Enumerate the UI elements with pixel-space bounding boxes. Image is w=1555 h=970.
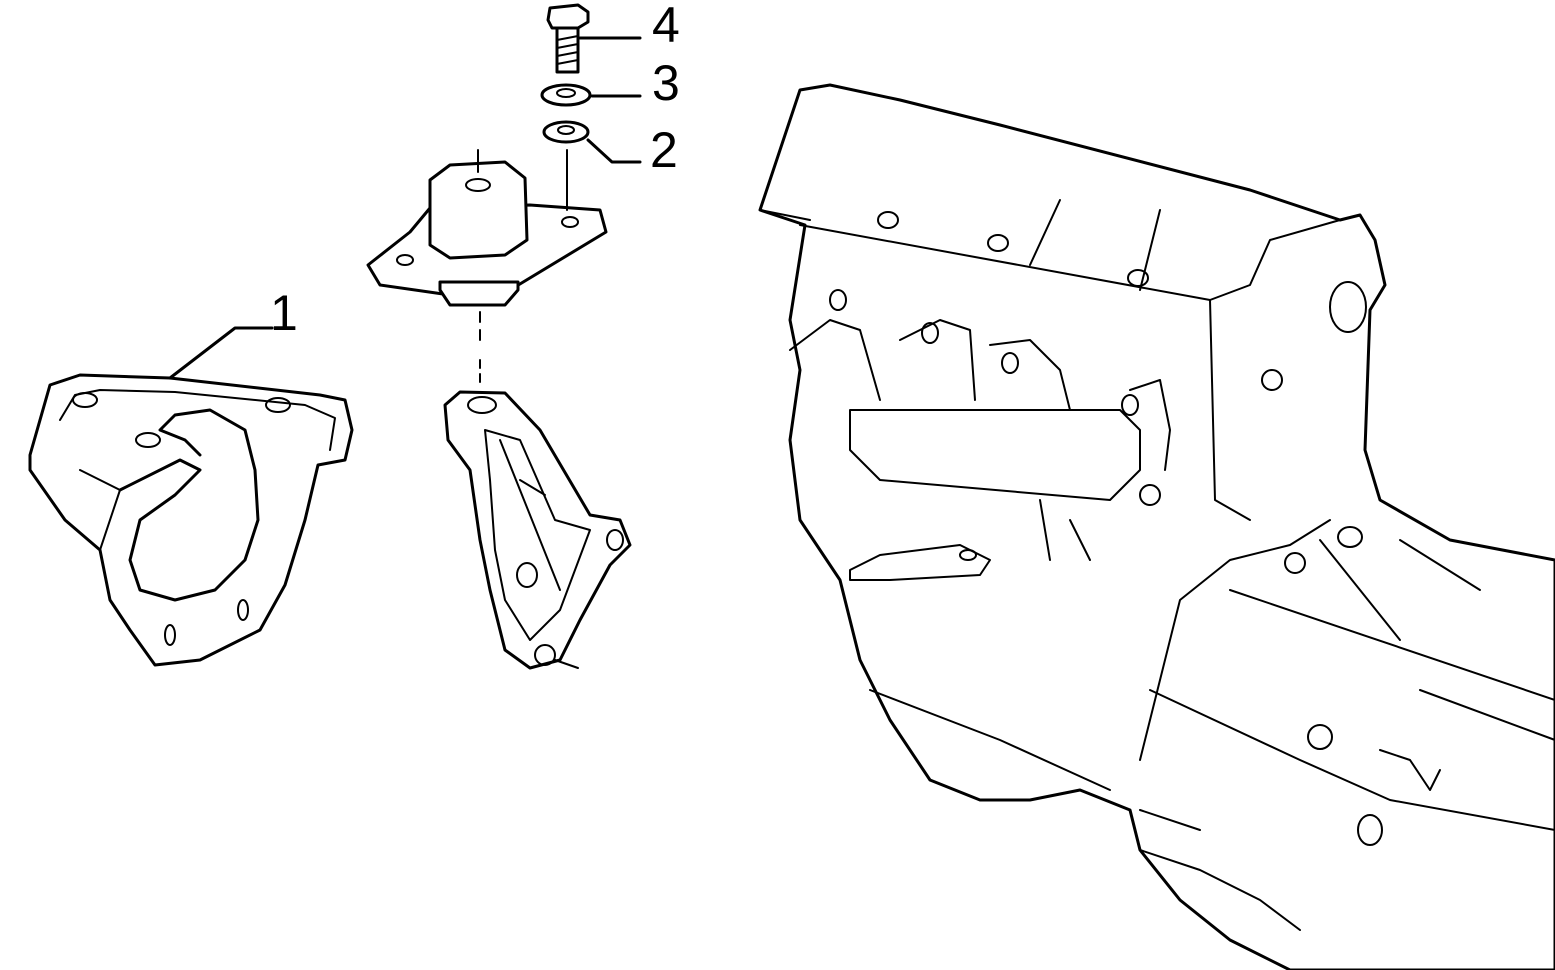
support-arm [443,390,632,670]
part-1-bracket [28,326,354,667]
part-2-washer [542,120,642,164]
engine-assembly [758,83,1555,970]
callout-4: 4 [652,0,680,53]
callout-3: 3 [652,55,680,111]
part-4-bolt [546,3,642,74]
part-3-washer [540,83,642,107]
callout-2: 2 [650,122,678,178]
rubber-mount [366,149,608,386]
callout-1: 1 [270,285,298,341]
